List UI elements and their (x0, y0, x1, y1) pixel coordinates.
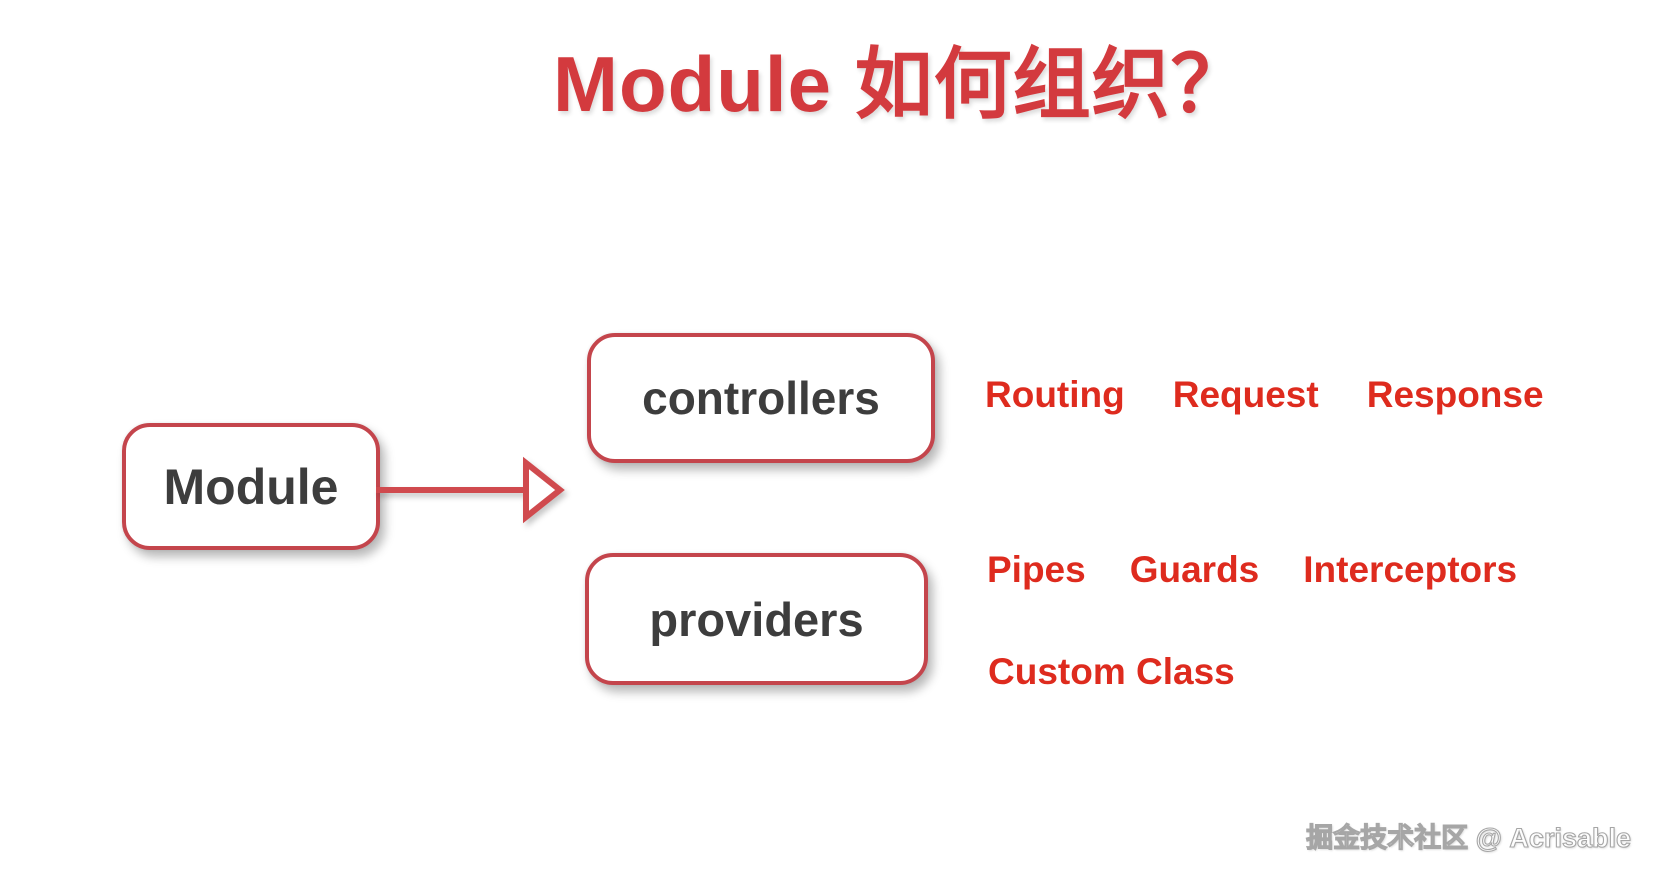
tag-interceptors: Interceptors (1303, 549, 1518, 590)
providers-node: providers (585, 553, 928, 685)
controllers-tag-row: Routing Request Response (985, 374, 1544, 416)
tag-pipes: Pipes (987, 549, 1086, 590)
arrow-head (523, 456, 565, 524)
module-node: Module (122, 423, 380, 550)
controllers-node-label: controllers (642, 372, 880, 424)
watermark: 掘金技术社区 @ Acrisable (1306, 822, 1632, 853)
slide-title: Module 如何组织？ (553, 40, 1250, 128)
arrow-right-icon (376, 456, 565, 524)
tag-response: Response (1366, 374, 1544, 415)
providers-tag-row-1: Pipes Guards Interceptors (987, 549, 1517, 591)
tag-guards: Guards (1129, 549, 1260, 590)
tag-custom-class: Custom Class (988, 651, 1235, 692)
providers-node-label: providers (649, 592, 864, 646)
tag-routing: Routing (985, 374, 1125, 415)
tag-request: Request (1172, 374, 1319, 415)
providers-tag-row-2: Custom Class (988, 651, 1235, 693)
controllers-node: controllers (587, 333, 935, 463)
module-node-label: Module (163, 458, 339, 515)
